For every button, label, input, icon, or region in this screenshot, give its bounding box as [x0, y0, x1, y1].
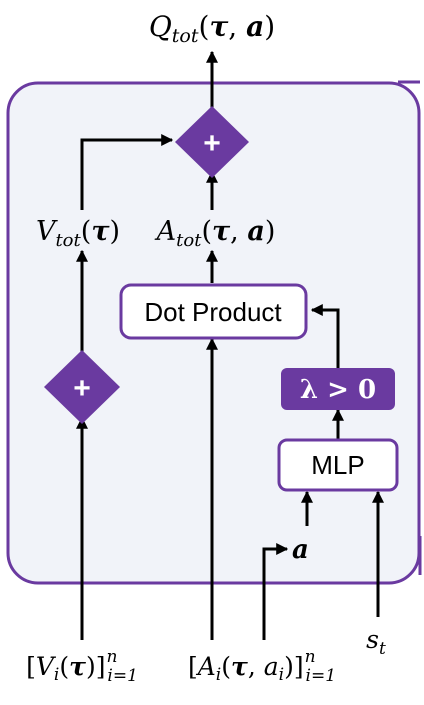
st-label: st	[366, 625, 386, 659]
plus-node-left: +	[44, 350, 120, 424]
mlp-node: MLP	[277, 438, 399, 492]
q-tot-label: Qtot(τ, a)	[149, 10, 275, 47]
arrow-lambda-to-dotproduct	[310, 304, 340, 368]
svg-text:st: st	[366, 625, 386, 659]
dot-product-label: Dot Product	[144, 297, 282, 327]
a-tot-label: Atot(τ, a)	[154, 216, 276, 251]
svg-text:Atot(τ, a): Atot(τ, a)	[154, 216, 276, 251]
plus-left-label: +	[73, 372, 91, 405]
action-a-label: a	[292, 535, 309, 565]
svg-text:[Vi(τ)]ni=1: [Vi(τ)]ni=1	[26, 647, 138, 686]
plus-top-label: +	[203, 127, 221, 160]
dot-product-node: Dot Product	[119, 283, 308, 340]
mlp-label: MLP	[311, 450, 364, 480]
arrow-vtot-to-plus	[80, 134, 174, 210]
v-tot-label: Vtot(τ)	[36, 216, 120, 251]
svg-text:Qtot(τ, a): Qtot(τ, a)	[149, 10, 275, 47]
svg-text:Vtot(τ): Vtot(τ)	[36, 216, 120, 251]
arrow-ai-to-a	[262, 543, 289, 640]
svg-text:[Ai(τ, ai)]ni=1: [Ai(τ, ai)]ni=1	[188, 647, 336, 686]
lambda-node: λ > 0	[281, 368, 395, 410]
lambda-label: λ > 0	[300, 375, 376, 405]
plus-node-top: +	[175, 106, 249, 178]
